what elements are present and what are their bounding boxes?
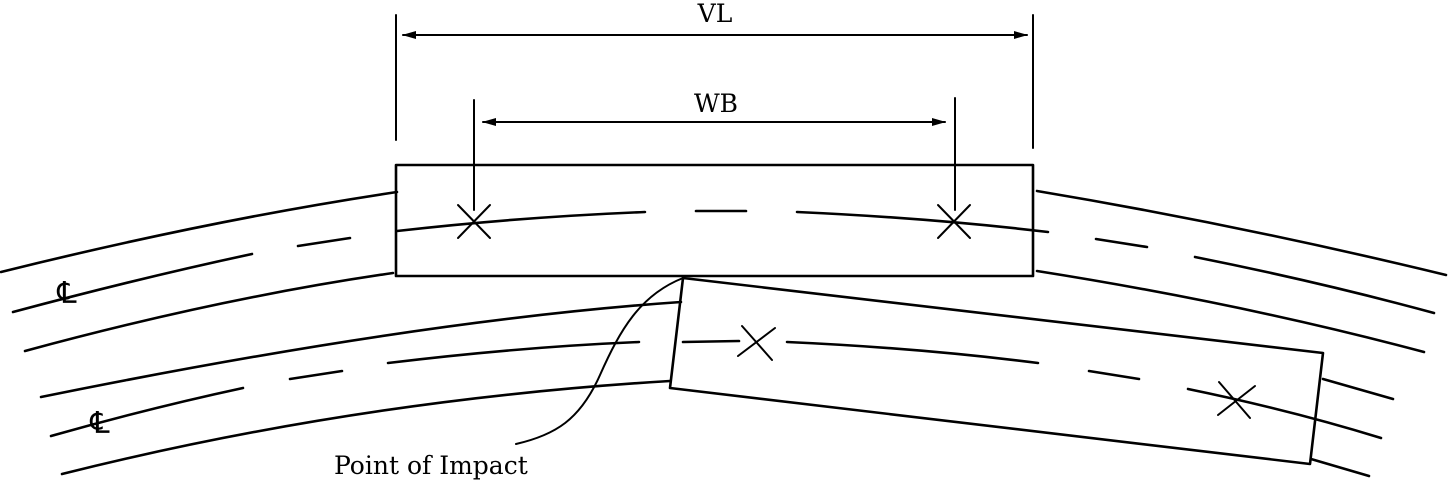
upper-lane-inner-edge-left	[23, 271, 395, 353]
wb-label: WB	[694, 89, 738, 118]
upper-centerline-dash	[296, 236, 352, 248]
axle-marker-icon	[737, 325, 776, 361]
lower-lane-inner-edge	[60, 379, 672, 476]
lower-lane-outer-edge-right	[1321, 377, 1395, 401]
vehicle-1-body	[394, 163, 1035, 278]
centerline-symbol-lower: ℄	[89, 406, 110, 441]
upper-centerline-segment	[1193, 255, 1436, 315]
lower-centerline-dash	[288, 369, 344, 381]
lower-centerline-segment	[785, 340, 1040, 365]
vehicle-2	[668, 276, 1325, 466]
upper-centerline-segment	[795, 210, 1050, 234]
upper-lane: ℄	[0, 189, 1448, 354]
lower-centerline-segment	[1186, 387, 1383, 440]
lower-centerline-segment	[49, 386, 245, 438]
lower-lane-inner-edge-right	[1309, 457, 1371, 478]
lower-lane: ℄	[39, 300, 1395, 478]
lower-lane-outer-edge	[39, 300, 683, 399]
point-of-impact-label: Point of Impact	[334, 451, 528, 480]
wb-dimension: WB	[473, 89, 956, 211]
axle-marker-icon	[937, 204, 971, 239]
point-of-impact-leader	[515, 277, 684, 445]
upper-lane-inner-edge-right	[1035, 269, 1426, 354]
upper-centerline-segment	[11, 252, 254, 314]
axle-marker-icon	[457, 204, 491, 239]
vl-dimension: VL	[395, 0, 1034, 149]
lower-centerline-segment	[386, 340, 641, 365]
vl-label: VL	[697, 0, 733, 28]
upper-centerline-segment	[395, 210, 647, 233]
upper-lane-outer-edge-left	[0, 190, 399, 274]
lower-centerline-dash	[1087, 369, 1141, 381]
vehicle-1	[394, 163, 1035, 278]
upper-centerline-dash	[1094, 237, 1149, 249]
axle-marker-icon	[1217, 381, 1256, 419]
upper-lane-outer-edge-right	[1035, 189, 1448, 277]
lower-centerline-dash	[681, 339, 741, 344]
centerline-symbol-upper: ℄	[56, 276, 77, 311]
vehicle-2-body	[668, 276, 1325, 466]
